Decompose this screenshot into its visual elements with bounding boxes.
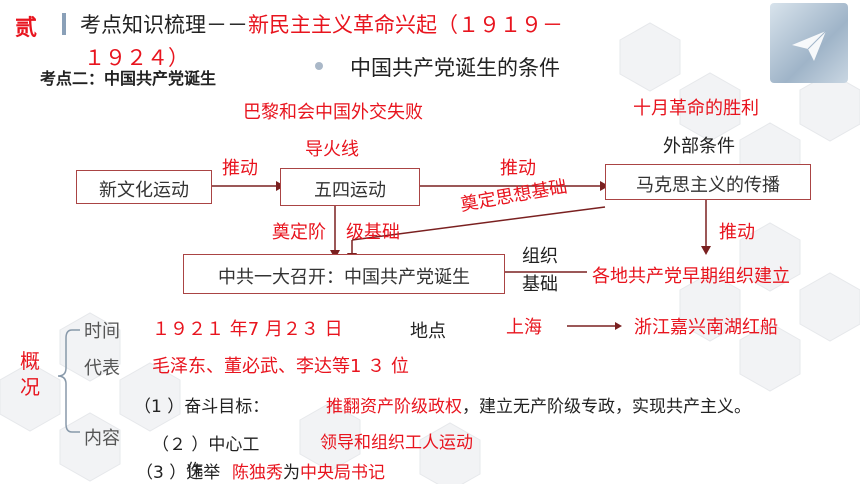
push-label-3: 推动 [719, 222, 755, 243]
new-culture-box: 新文化运动 [76, 170, 212, 204]
org-basis-b: 基础 [522, 274, 558, 295]
place-value-2: 浙江嘉兴南湖红船 [634, 317, 778, 338]
place-label: 地点 [410, 321, 446, 342]
title-prefix: 考点知识梳理－－ [80, 13, 248, 37]
marxism-label: 马克思主义的传播 [636, 175, 780, 196]
elect-prefix: （3 ）选举 [136, 463, 221, 483]
goal-red: 推翻资产阶级政权 [326, 397, 462, 417]
rep-value: 毛泽东、董必武、李达等1 ３ 位 [152, 356, 409, 377]
class-basis-a: 奠定阶 [272, 222, 326, 243]
overview-heading: 概况 [20, 349, 40, 399]
subtitle-bullet [315, 62, 323, 70]
fuse-label: 导火线 [305, 139, 359, 160]
elect-line: 陈独秀为中央局书记 [232, 458, 385, 483]
section-mark: 贰 [15, 16, 38, 41]
paris-conference: 巴黎和会中国外交失败 [243, 102, 423, 123]
title-divider [62, 13, 66, 35]
rep-label: 代表 [84, 358, 120, 379]
building-image [770, 3, 848, 83]
center-red: 领导和组织工人运动 [320, 433, 473, 453]
elect-red-2: 中央局书记 [300, 463, 385, 483]
title-red: 新民主主义革命兴起（１９１９－ [248, 13, 563, 37]
external-condition: 外部条件 [663, 136, 735, 157]
topic-label: 考点二：中国共产党诞生 [40, 69, 217, 88]
october-revolution: 十月革命的胜利 [633, 98, 759, 119]
congress-label: 中共一大召开：中国共产党诞生 [218, 267, 470, 288]
title-red-cont: １９２４） [84, 46, 189, 70]
center-prefix: （２ ）中心工 [152, 435, 260, 455]
elect-red-1: 陈独秀 [232, 463, 283, 483]
goal-line: 推翻资产阶级政权，建立无产阶级专政，实现共产主义。 [326, 392, 751, 417]
may-fourth-box: 五四运动 [280, 168, 420, 206]
time-value: １９２１ 年7 月２３ 日 [152, 319, 343, 340]
marxism-box: 马克思主义的传播 [605, 164, 811, 200]
paper-plane-icon [792, 30, 827, 61]
org-basis-a: 组织 [522, 246, 558, 267]
header-title: 考点知识梳理－－新民主主义革命兴起（１９１９－ [80, 9, 563, 39]
goal-prefix: （1 ）奋斗目标： [134, 397, 270, 417]
time-label: 时间 [84, 321, 120, 342]
new-culture-label: 新文化运动 [99, 180, 189, 201]
may-fourth-label: 五四运动 [314, 180, 386, 201]
push-label-1: 推动 [222, 158, 258, 179]
goal-rest: ，建立无产阶级专政，实现共产主义。 [462, 397, 751, 417]
place-value-1: 上海 [506, 317, 542, 338]
local-orgs: 各地共产党早期组织建立 [592, 266, 790, 287]
elect-mid: 为 [283, 463, 300, 483]
congress-box: 中共一大召开：中国共产党诞生 [183, 254, 505, 294]
content-label: 内容 [84, 428, 120, 449]
elect-overlap: 作 [186, 461, 203, 481]
push-label-2: 推动 [500, 158, 536, 179]
class-basis-b: 级基础 [346, 222, 400, 243]
subtitle: 中国共产党诞生的条件 [350, 56, 560, 80]
